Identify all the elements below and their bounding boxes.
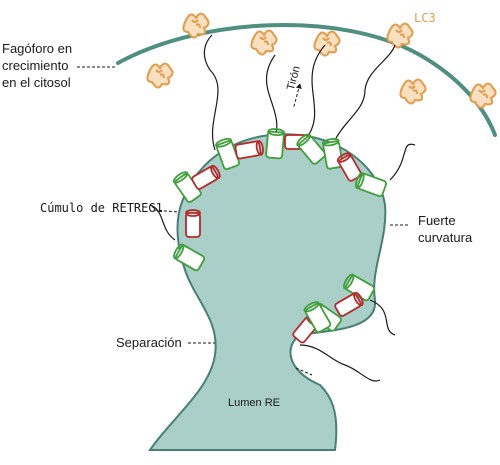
retreg1-protein	[173, 243, 206, 272]
tether-line	[389, 143, 416, 181]
cluster-label: Cúmulo de RETREG1	[40, 201, 163, 215]
tether-line	[203, 34, 219, 151]
lc3-icon	[469, 82, 497, 109]
tether-line	[299, 344, 381, 382]
cluster-pointer	[153, 209, 179, 213]
retreg1-protein	[296, 133, 327, 165]
retreg1-proteins	[172, 128, 388, 344]
tether-line	[149, 204, 176, 241]
lc3-icon	[399, 78, 427, 105]
phagophore-membrane	[116, 23, 497, 137]
lc3-icon	[146, 62, 174, 89]
lc3-label: LC3	[414, 11, 436, 25]
lc3-icon	[250, 29, 278, 56]
retreg1-protein	[354, 172, 388, 198]
retreg1-protein	[336, 152, 362, 182]
curvature-label: Fuerte curvatura	[418, 213, 473, 245]
retreg1-protein	[334, 291, 364, 317]
retreg1-protein	[234, 140, 264, 160]
phagophore-label: Fagóforo en crecimiento en el citosol	[2, 41, 73, 90]
lc3-icon	[386, 22, 414, 49]
lumen-label: Lumen RE	[228, 397, 280, 409]
tether-line	[304, 44, 326, 141]
retreg1-protein	[265, 128, 286, 160]
tether-line	[334, 44, 396, 141]
lc3-clusters	[146, 12, 497, 109]
lc3-icon	[182, 12, 210, 39]
retreg1-protein	[185, 209, 201, 238]
tether-line	[369, 299, 396, 336]
scission-label: Separación	[116, 335, 182, 350]
bottom-pointer	[295, 367, 313, 376]
pull-arrow	[293, 83, 302, 107]
retreg1-protein	[303, 301, 332, 334]
lc3-icon	[313, 30, 341, 57]
retreg1-protein	[191, 164, 221, 190]
tethers	[149, 34, 416, 382]
pointer-lines	[77, 66, 410, 376]
